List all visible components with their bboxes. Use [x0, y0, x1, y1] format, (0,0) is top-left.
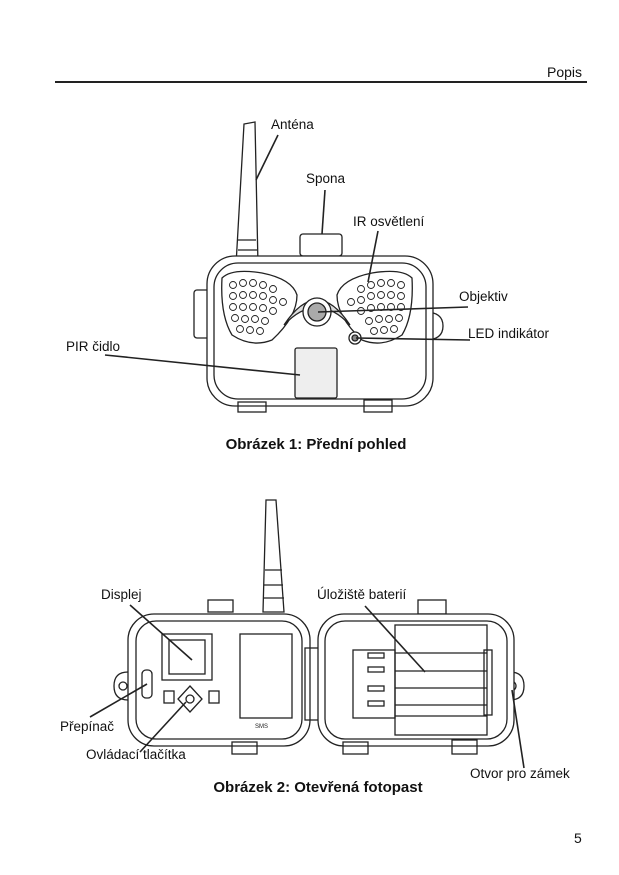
label-display: Displej [101, 587, 142, 602]
label-lock-hole: Otvor pro zámek [470, 766, 570, 781]
open-view-callout-lines [89, 604, 525, 769]
label-antenna: Anténa [271, 117, 314, 132]
front-view-callout-lines [104, 134, 471, 376]
svg-text:SMS: SMS [255, 724, 268, 730]
figure2-caption: Obrázek 2: Otevřená fotopast [213, 779, 423, 796]
open-view-camera: SMS [113, 499, 525, 755]
label-lens: Objektiv [459, 289, 508, 304]
label-battery: Úložiště baterií [317, 587, 407, 602]
label-ir-lighting: IR osvětlení [353, 214, 425, 229]
label-clip: Spona [306, 171, 346, 186]
label-pir: PIR čidlo [66, 339, 121, 354]
page-number: 5 [574, 830, 582, 846]
figure1-caption: Obrázek 1: Přední pohled [225, 436, 407, 453]
label-buttons: Ovládací tlačítka [86, 747, 186, 762]
header-rule [55, 81, 587, 83]
label-led: LED indikátor [468, 326, 550, 341]
section-header: Popis [547, 64, 583, 80]
label-switch: Přepínač [60, 719, 115, 734]
